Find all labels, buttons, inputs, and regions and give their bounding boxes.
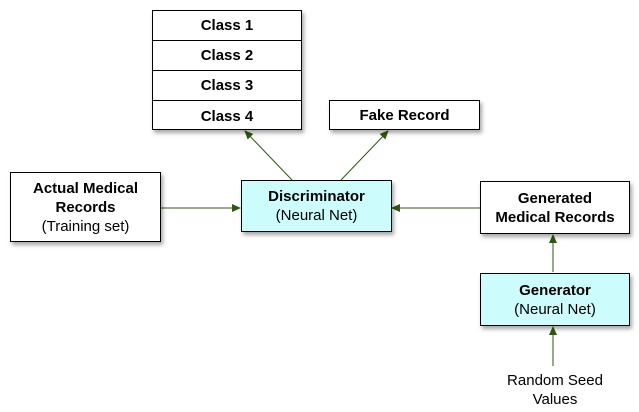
class-row: Class 4 — [200, 107, 254, 125]
discriminator-title: Discriminator — [268, 188, 365, 205]
random-seed-line1: Random Seed — [507, 372, 603, 389]
discriminator-subtitle: (Neural Net) — [275, 207, 358, 224]
random-seed-label: Random Seed Values — [480, 371, 630, 409]
generator-title: Generator — [519, 281, 591, 299]
generator-subtitle: (Neural Net) — [514, 300, 596, 318]
fake-record-box: Fake Record — [329, 100, 480, 130]
generated-records-title-line2: Medical Records — [495, 208, 615, 226]
arrow-discriminator-to-classes — [244, 130, 293, 181]
class-row: Class 1 — [153, 11, 301, 41]
actual-records-title-line2: Records — [55, 198, 116, 216]
discriminator-box: Discriminator (Neural Net) — [241, 180, 392, 232]
fake-record-label: Fake Record — [359, 106, 450, 124]
generated-records-title-line1: Generated — [517, 189, 593, 207]
class-output-stack: Class 1 Class 2 Class 3 Class 4 — [152, 10, 302, 130]
random-seed-line2: Values — [532, 391, 578, 408]
class-row: Class 2 — [153, 41, 301, 71]
generated-records-box: Generated Medical Records — [480, 181, 630, 234]
actual-records-title-line1: Actual Medical — [32, 179, 139, 197]
actual-records-subtitle: (Training set) — [41, 217, 130, 235]
generator-box: Generator (Neural Net) — [480, 273, 630, 326]
actual-records-box: Actual Medical Records (Training set) — [10, 172, 161, 242]
arrow-discriminator-to-fake-record — [340, 130, 389, 181]
class-row: Class 3 — [153, 71, 301, 101]
